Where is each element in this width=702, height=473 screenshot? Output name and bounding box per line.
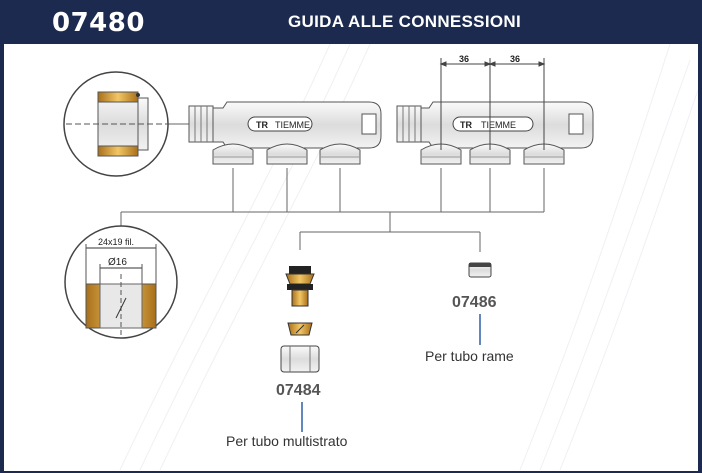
- page-title: GUIDA ALLE CONNESSIONI: [288, 12, 521, 31]
- component-code-07484: 07484: [276, 382, 321, 399]
- caption-multistrato: Per tubo multistrato: [226, 433, 348, 449]
- spacing-label-1: 36: [459, 54, 469, 64]
- outlet-6: [523, 143, 565, 165]
- outlet-3: [319, 143, 361, 165]
- brand-label: TIEMME: [481, 120, 516, 130]
- brand-label: TIEMME: [275, 120, 310, 130]
- spacing-label-2: 36: [510, 54, 520, 64]
- caption-rame: Per tubo rame: [425, 348, 514, 364]
- header-bar: 07480 GUIDA ALLE CONNESSIONI: [0, 0, 702, 44]
- manifold-right: TR TIEMME 36 36: [396, 54, 594, 165]
- tr-logo: TR: [256, 120, 268, 130]
- component-code-07486: 07486: [452, 294, 497, 311]
- detail-circle-bottom: 24x19 fil. Ø16: [64, 225, 178, 339]
- manifold-left: TR TIEMME: [188, 101, 382, 165]
- outlet-2: [266, 143, 308, 165]
- product-code: 07480: [52, 8, 145, 38]
- outlet-4: [420, 143, 462, 165]
- thread-label: 24x19 fil.: [98, 237, 134, 247]
- fitting-07486: [468, 262, 492, 278]
- spacing-dimension: [439, 58, 546, 150]
- outlet-1: [212, 143, 254, 165]
- tr-logo: TR: [460, 120, 472, 130]
- fitting-07484: [280, 266, 320, 373]
- diameter-label: Ø16: [108, 257, 127, 268]
- outlet-5: [469, 143, 511, 165]
- detail-circle-top: [63, 71, 169, 177]
